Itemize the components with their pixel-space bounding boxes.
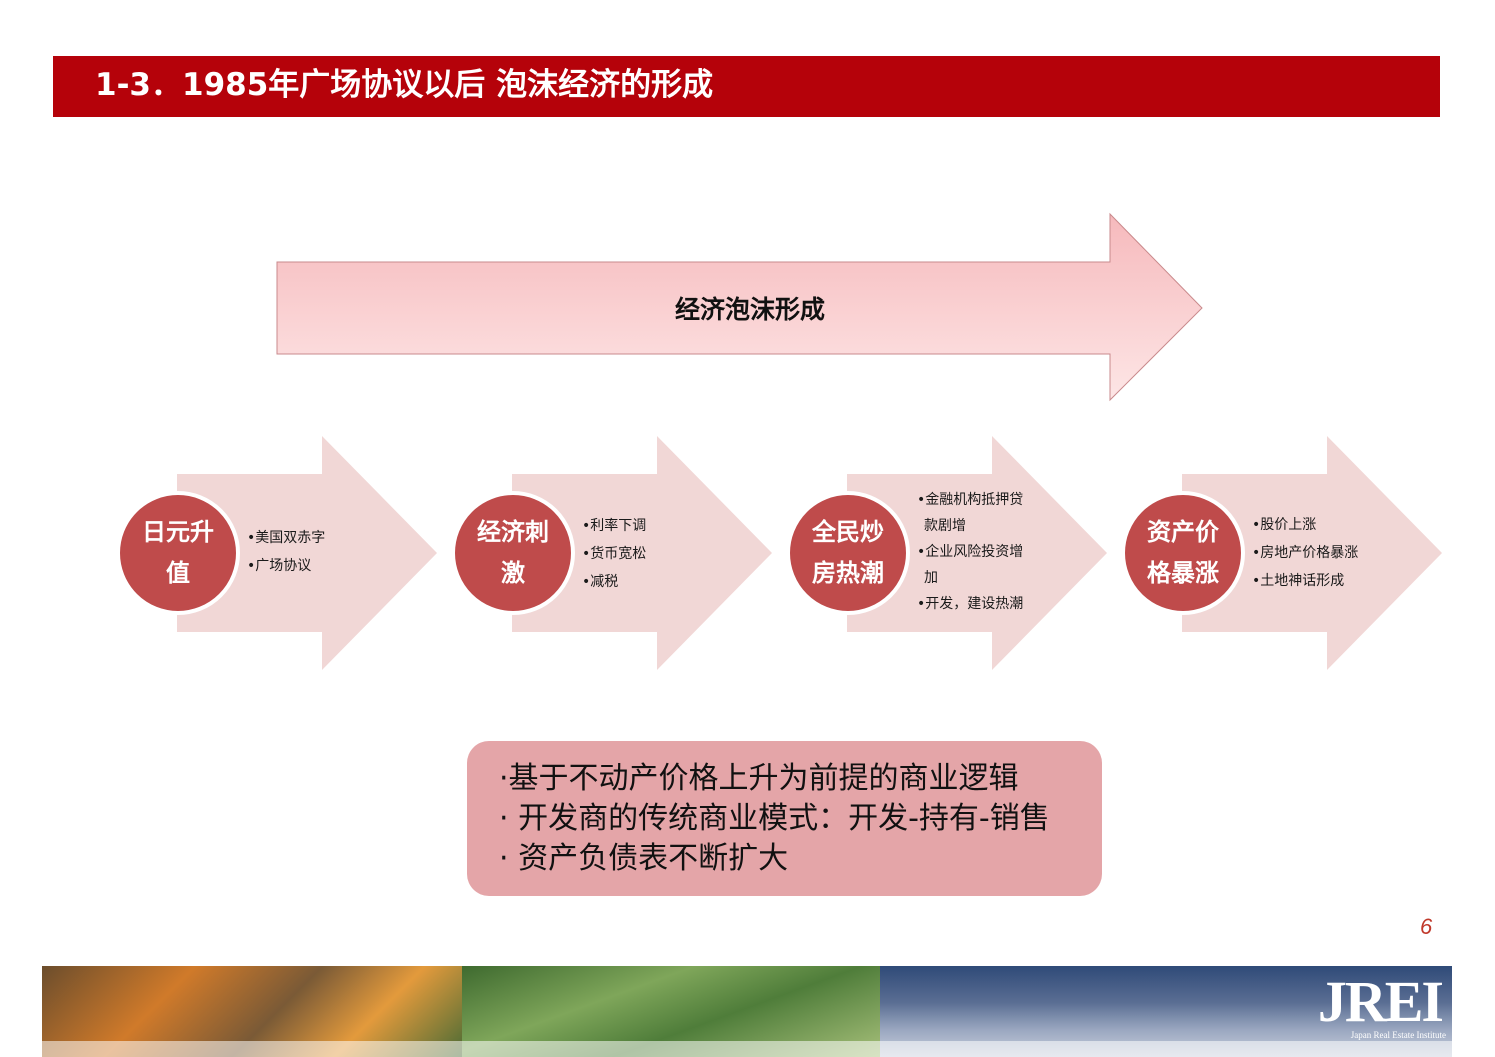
jrei-logo: JREI — [1317, 969, 1444, 1034]
bullet-item: •房地产价格暴涨 — [1252, 545, 1359, 561]
step-bullets-4: •股价上涨 •房地产价格暴涨 •土地神话形成 — [1252, 511, 1358, 595]
bullet-item: •股价上涨 — [1252, 517, 1317, 533]
bullet-item: 加 — [924, 570, 938, 586]
summary-line: · 资产负债表不断扩大 — [499, 841, 789, 876]
step-title: 经济刺激 — [477, 518, 549, 587]
step-bullets-3: •金融机构抵押贷 款剧增 •企业风险投资增 加 •开发，建设热潮 — [917, 487, 1023, 617]
step-title: 资产价格暴涨 — [1147, 518, 1219, 587]
bullet-item: 款剧增 — [924, 518, 966, 534]
bullet-item: •企业风险投资增 — [917, 544, 1024, 560]
step-arrow-1 — [177, 436, 437, 670]
page-title: 1-3．1985年广场协议以后 泡沫经济的形成 — [95, 67, 714, 103]
step-bullets-2: •利率下调 •货币宽松 •减税 — [582, 512, 646, 596]
bullet-item: •货币宽松 — [582, 546, 647, 562]
bullet-item: •美国双赤字 — [247, 530, 326, 546]
step-arrow-2 — [512, 436, 772, 670]
bullet-item: •金融机构抵押贷 — [917, 492, 1024, 508]
step-arrow-3 — [847, 436, 1107, 670]
step-title: 日元升值 — [142, 518, 214, 587]
page-number: 6 — [1420, 914, 1433, 939]
bullet-item: •利率下调 — [582, 518, 647, 534]
step-bullets-1: •美国双赤字 •广场协议 — [247, 524, 325, 580]
bullet-item: •减税 — [582, 574, 619, 590]
footer-banner: JREI Japan Real Estate Institute — [42, 966, 1452, 1057]
step-circle-real-estate-boom: 全民炒房热潮 — [786, 491, 910, 615]
step-arrow-4 — [1182, 436, 1442, 670]
bullet-item: •广场协议 — [247, 558, 312, 574]
summary-box: ·基于不动产价格上升为前提的商业逻辑 · 开发商的传统商业模式：开发-持有-销售… — [467, 741, 1102, 896]
summary-line: · 开发商的传统商业模式：开发-持有-销售 — [499, 801, 1050, 836]
title-bar: 1-3．1985年广场协议以后 泡沫经济的形成 — [53, 56, 1440, 117]
bullet-item: •开发，建设热潮 — [917, 596, 1024, 612]
step-title: 全民炒房热潮 — [812, 518, 884, 587]
step-circle-asset-price-surge: 资产价格暴涨 — [1121, 491, 1245, 615]
bubble-formation-arrow — [276, 212, 1203, 402]
jrei-logo-subtitle: Japan Real Estate Institute — [1350, 1030, 1446, 1040]
footer-fade — [42, 1041, 1452, 1057]
bubble-formation-label: 经济泡沫形成 — [674, 295, 825, 324]
step-circle-economic-stimulus: 经济刺激 — [451, 491, 575, 615]
summary-line: ·基于不动产价格上升为前提的商业逻辑 — [499, 761, 1019, 796]
bullet-item: •土地神话形成 — [1252, 573, 1345, 589]
step-circle-yen-appreciation: 日元升值 — [116, 491, 240, 615]
